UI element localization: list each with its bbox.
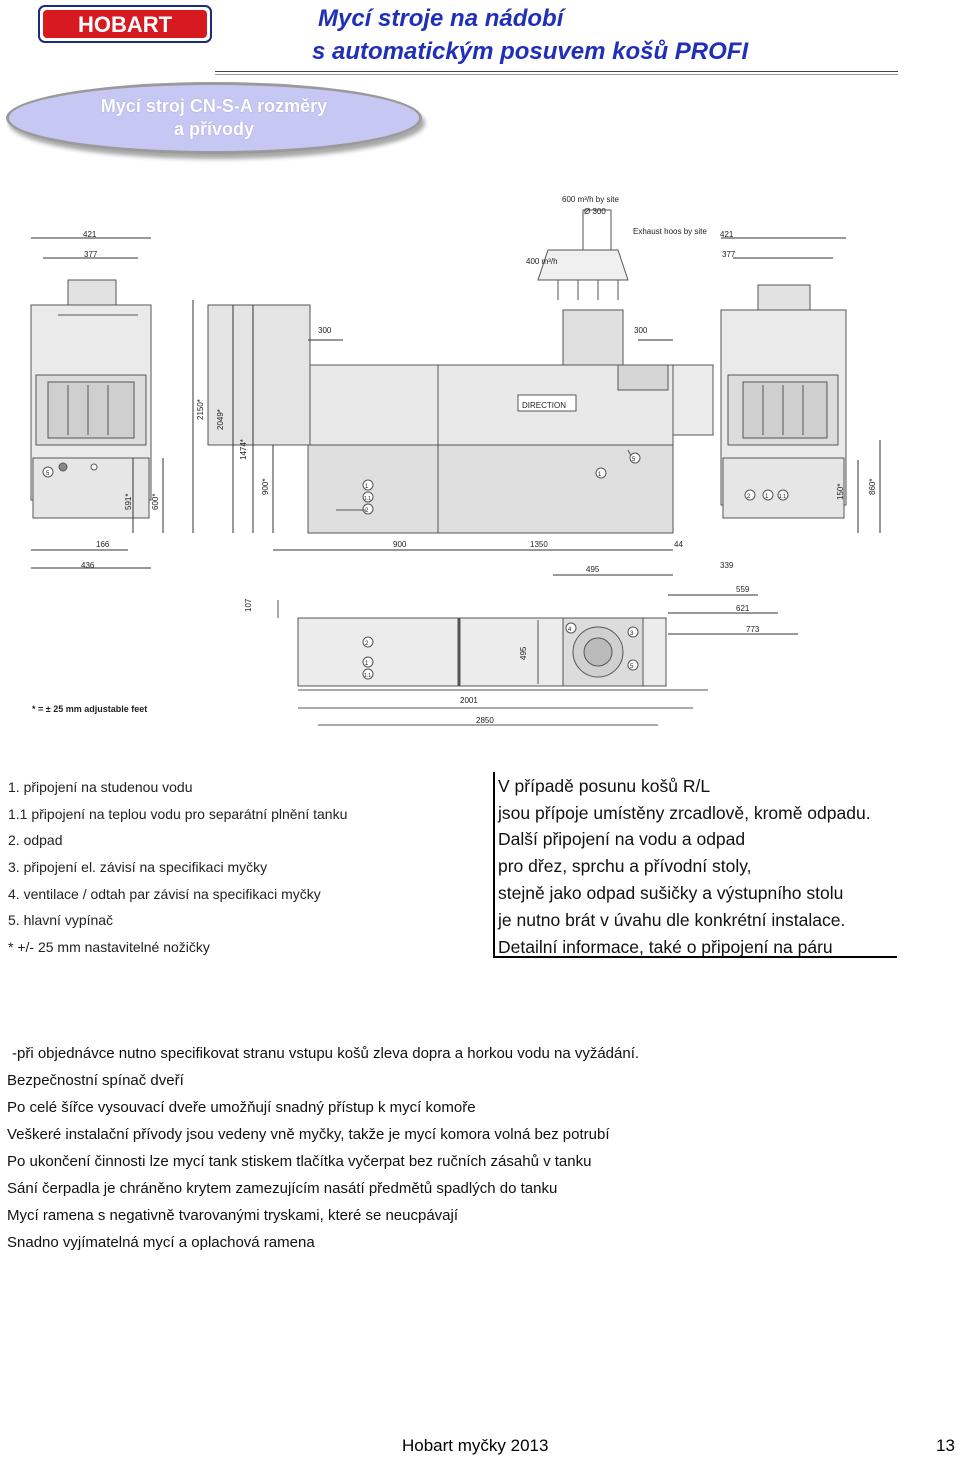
dim-b-7: 559 [736,585,750,594]
legend-item-feet: * +/- 25 mm nastavitelné nožičky [8,939,210,955]
plan-dim-1: 495 [519,646,528,660]
feature-line-3: Veškeré instalační přívody jsou vedeny v… [7,1126,610,1143]
feature-line-5: Sání čerpadla je chráněno krytem zamezuj… [7,1180,558,1197]
note-line-3: pro dřez, sprchu a přívodní stoly, [498,856,752,876]
dim-b-8: 621 [736,604,750,613]
dim-b-0: 166 [96,540,110,549]
plan-dim-3: 2850 [476,716,494,725]
logo-text: HOBART [78,12,173,37]
feature-line-0: -při objednávce nutno specifikovat stran… [12,1045,640,1062]
dim-v-6: 150* [836,484,845,500]
section-badge: Mycí stroj CN-S-A rozměry a přívody [6,82,422,154]
callout-1-a: 1 [365,484,369,490]
left-end-view [30,279,152,519]
feature-line-2: Po celé šířce vysouvací dveře umožňují s… [7,1099,476,1116]
callout-5-side: 5 [632,457,636,463]
diameter-label: Ø 300 [584,207,606,216]
dim-v-0: 2150* [196,399,205,420]
legend-item-1: 1. připojení na studenou vodu [8,779,193,795]
note-line-2: Další připojení na vodu a odpad [498,829,746,849]
note-line-6: Detailní informace, také o připojení na … [498,937,833,957]
callout-11-right: 1.1 [779,494,786,500]
callout-11-plan: 1.1 [364,673,371,679]
callout-4-plan: 4 [568,627,572,633]
dim-v-2: 1474* [239,439,248,460]
dim-b-4: 44 [674,540,683,549]
callout-2-plan: 2 [365,641,369,647]
dim-b-5: 495 [586,565,600,574]
page-number: 13 [936,1436,955,1455]
feature-line-7: Snadno vyjímatelná mycí a oplachová rame… [7,1234,315,1251]
header-divider-secondary [215,74,898,75]
plan-dim-0: 107 [244,598,253,612]
footer-text: Hobart myčky 2013 [402,1436,549,1455]
feature-line-6: Mycí ramena s negativně tvarovanými trys… [7,1207,459,1224]
dim-b-1: 436 [81,561,95,570]
legend-item-5: 5. hlavní vypínač [8,912,114,928]
flow-by-site-label: 600 m³/h by site [562,195,619,204]
dim-top-0: 421 [83,230,97,239]
note-line-1: jsou přípoje umístěny zrcadlově, kromě o… [498,803,871,823]
dim-b-6: 339 [720,561,734,570]
dim-v-3: 900* [261,479,270,495]
note-line-4: stejně jako odpad sušičky a výstupního s… [498,883,844,903]
callout-2-a: 2 [365,508,369,514]
hobart-logo: HOBART [38,5,212,43]
callout-2-right: 2 [747,494,751,500]
callout-1-right: 1 [765,494,769,500]
diagram-footnote: * = ± 25 mm adjustable feet [32,704,147,714]
callout-1-side: 1 [598,472,602,478]
exhaust-label: Exhaust hoos by site [633,227,707,236]
callout-1-plan: 1 [365,661,369,667]
dim-v-7: 860* [868,479,877,495]
dim-b-2: 900 [393,540,407,549]
badge-line2: a přívody [173,119,255,139]
legend-item-3: 3. připojení el. závisí na specifikaci m… [8,859,268,875]
legend-item-4: 4. ventilace / odtah par závisí na speci… [8,886,321,902]
dim-v-4: 591* [124,494,133,510]
dim-v-1: 2049* [216,409,225,430]
callout-3-plan: 3 [630,631,634,637]
legend-item-1-1: 1.1 připojení na teplou vodu pro separát… [8,806,348,822]
dim-top-2: 421 [720,230,734,239]
dim-top-4: 300 [318,326,332,335]
feature-line-1: Bezpečnostní spínač dveří [7,1072,184,1089]
callout-11-a: 1.1 [364,496,371,502]
dim-top-3: 377 [722,250,736,259]
badge-line1: Mycí stroj CN-S-A rozměry [100,96,328,116]
note-line-0: V případě posunu košů R/L [498,776,711,796]
callout-5-left: 5 [46,471,50,477]
plan-dim-2: 2001 [460,696,478,705]
technical-drawing: 600 m³/h by site Ø 300 Exhaust hoos by s… [30,195,881,726]
header-divider [215,71,898,72]
callout-5-plan: 5 [630,664,634,670]
dim-top-1: 377 [84,250,98,259]
page-title-line1: Mycí stroje na nádobí [318,5,564,32]
direction-label: DIRECTION [522,401,566,410]
feature-line-4: Po ukončení činnosti lze mycí tank stisk… [7,1153,592,1170]
right-end-view [720,284,847,519]
note-line-5: je nutno brát v úvahu dle konkrétní inst… [498,910,846,930]
dim-b-3: 1350 [530,540,548,549]
flow-400-label: 400 m³/h [526,257,558,266]
page-title-line2: s automatickým posuvem košů PROFI [312,38,749,65]
legend-item-2: 2. odpad [8,832,63,848]
side-elevation [207,209,714,534]
dim-v-5: 600* [151,494,160,510]
dim-b-9: 773 [746,625,760,634]
plan-view [277,600,708,726]
dim-top-5: 300 [634,326,648,335]
note-box [493,772,897,958]
